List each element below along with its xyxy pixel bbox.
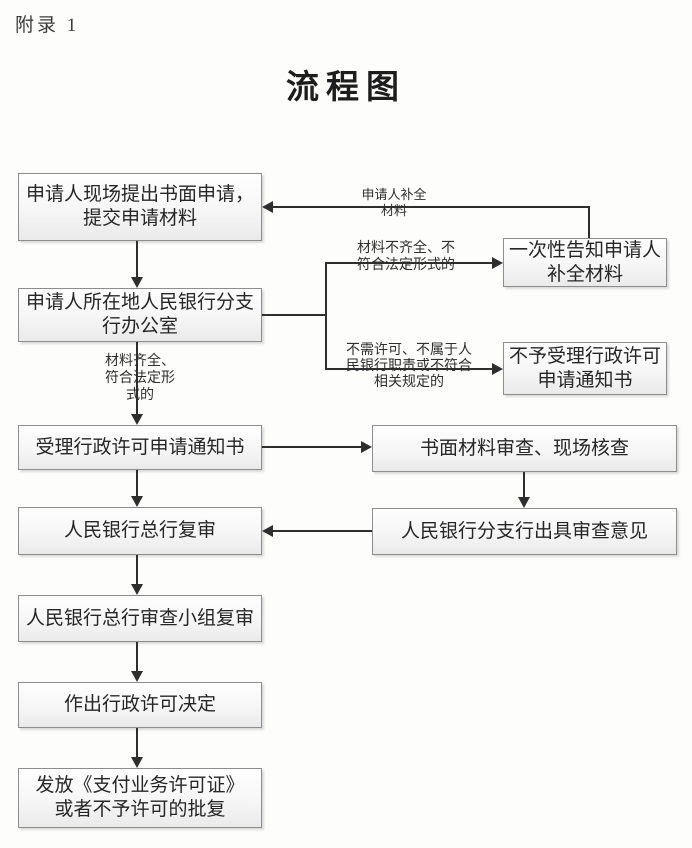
arrow-down-icon xyxy=(131,277,143,288)
edge-apply-office-line xyxy=(136,241,138,278)
edge-accept-hqreview-line xyxy=(136,470,138,497)
arrow-down-icon xyxy=(131,584,143,595)
node-review-check: 书面材料审查、现场核查 xyxy=(372,425,677,472)
edge-accept-review-line xyxy=(262,446,361,448)
edge-label-complete: 材料齐全、 符合法定形 式的 xyxy=(105,354,175,403)
node-hq-review: 人民银行总行复审 xyxy=(18,507,262,555)
arrow-right-icon xyxy=(492,257,503,269)
edge-office-branch-stem xyxy=(262,314,327,316)
edge-decision-issue-line xyxy=(136,728,138,758)
arrow-down-icon xyxy=(131,496,143,507)
arrow-right-icon xyxy=(361,441,372,453)
arrow-left-icon xyxy=(262,525,273,537)
arrow-down-icon xyxy=(131,414,143,425)
edge-office-branch-vline xyxy=(325,262,327,370)
edge-label-supplement: 申请人补全 材料 xyxy=(361,187,427,218)
edge-hqreview-panel-line xyxy=(136,555,138,585)
edge-review-opinion-line xyxy=(523,472,525,498)
node-issue-license: 发放《支付业务许可证》 或者不予许可的批复 xyxy=(18,768,262,828)
arrow-down-icon xyxy=(518,497,530,508)
page-title: 流程图 xyxy=(286,68,406,105)
edge-panel-decision-line xyxy=(136,642,138,672)
edge-opinion-hqreview-line xyxy=(273,530,372,532)
edge-supplement-return-hline xyxy=(273,206,590,208)
arrow-left-icon xyxy=(262,201,273,213)
edge-branch-supplement-line xyxy=(325,262,492,264)
node-notify-supplement: 一次性告知申请人 补全材料 xyxy=(503,238,667,287)
edge-label-not-required: 不需许可、不属于人 民银行职责或不符合 相关规定的 xyxy=(346,343,472,390)
node-decision: 作出行政许可决定 xyxy=(18,682,262,728)
appendix-label: 附录 1 xyxy=(15,15,80,36)
arrow-right-icon xyxy=(492,363,503,375)
node-apply: 申请人现场提出书面申请， 提交申请材料 xyxy=(18,173,262,241)
edge-supplement-return-vline xyxy=(588,206,590,238)
node-hq-panel-review: 人民银行总行审查小组复审 xyxy=(18,595,262,642)
edge-office-accept-line xyxy=(136,342,138,415)
node-office: 申请人所在地人民银行分支 行办公室 xyxy=(18,288,262,342)
arrow-down-icon xyxy=(131,671,143,682)
edge-branch-reject-line xyxy=(325,368,492,370)
node-accept-notice: 受理行政许可申请通知书 xyxy=(18,425,262,470)
arrow-down-icon xyxy=(131,757,143,768)
edge-label-incomplete: 材料不齐全、不 符合法定形式的 xyxy=(357,241,455,273)
node-branch-opinion: 人民银行分支行出具审查意见 xyxy=(372,508,677,555)
node-reject-notice: 不予受理行政许可 申请通知书 xyxy=(503,342,667,395)
